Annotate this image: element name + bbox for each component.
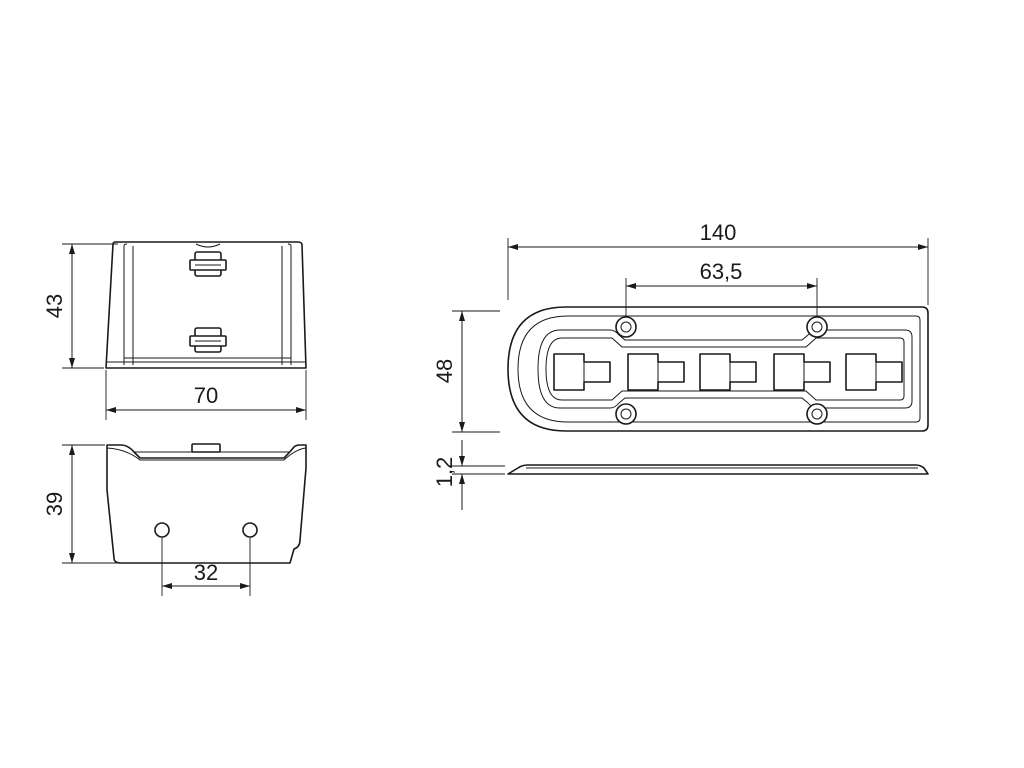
side-view-body [106,444,307,564]
dim-side-height: 39 [42,444,118,564]
dim-plate-thickness: 1,2 [432,440,505,510]
label-front-width: 70 [194,383,218,408]
dim-plate-width: 48 [432,310,500,433]
front-view [105,241,307,369]
dim-slot-spacing: 63,5 [625,259,818,316]
clip-tab-lower [189,327,227,353]
dim-front-height: 43 [42,243,118,369]
dim-front-width: 70 [105,370,307,420]
side-view [106,443,307,564]
mounting-hole-left [154,522,170,538]
plate-side-profile [507,464,929,475]
dim-plate-length: 140 [507,220,929,305]
plate-hole-bottom-right [806,403,828,425]
clip-tab-upper [189,251,227,277]
label-front-height: 43 [42,294,67,318]
label-plate-width: 48 [432,359,457,383]
label-plate-thickness: 1,2 [432,457,457,488]
label-side-height: 39 [42,492,67,516]
label-slot-spacing: 63,5 [700,259,743,284]
mounting-hole-right [242,522,258,538]
plate-hole-bottom-left [615,403,637,425]
plate-top-view [507,306,929,432]
plate-slot-4 [773,353,831,391]
plate-hole-top-right [806,316,828,338]
dim-hole-spacing: 32 [161,538,251,596]
label-hole-spacing: 32 [194,560,218,585]
plate-slot-3 [699,353,757,391]
plate-slot-1 [553,353,611,391]
plate-slot-5 [845,353,903,391]
plate-hole-top-left [615,316,637,338]
plate-slot-2 [627,353,685,391]
label-plate-length: 140 [700,220,737,245]
front-view-body [105,241,307,369]
plate-side-view [507,464,929,475]
